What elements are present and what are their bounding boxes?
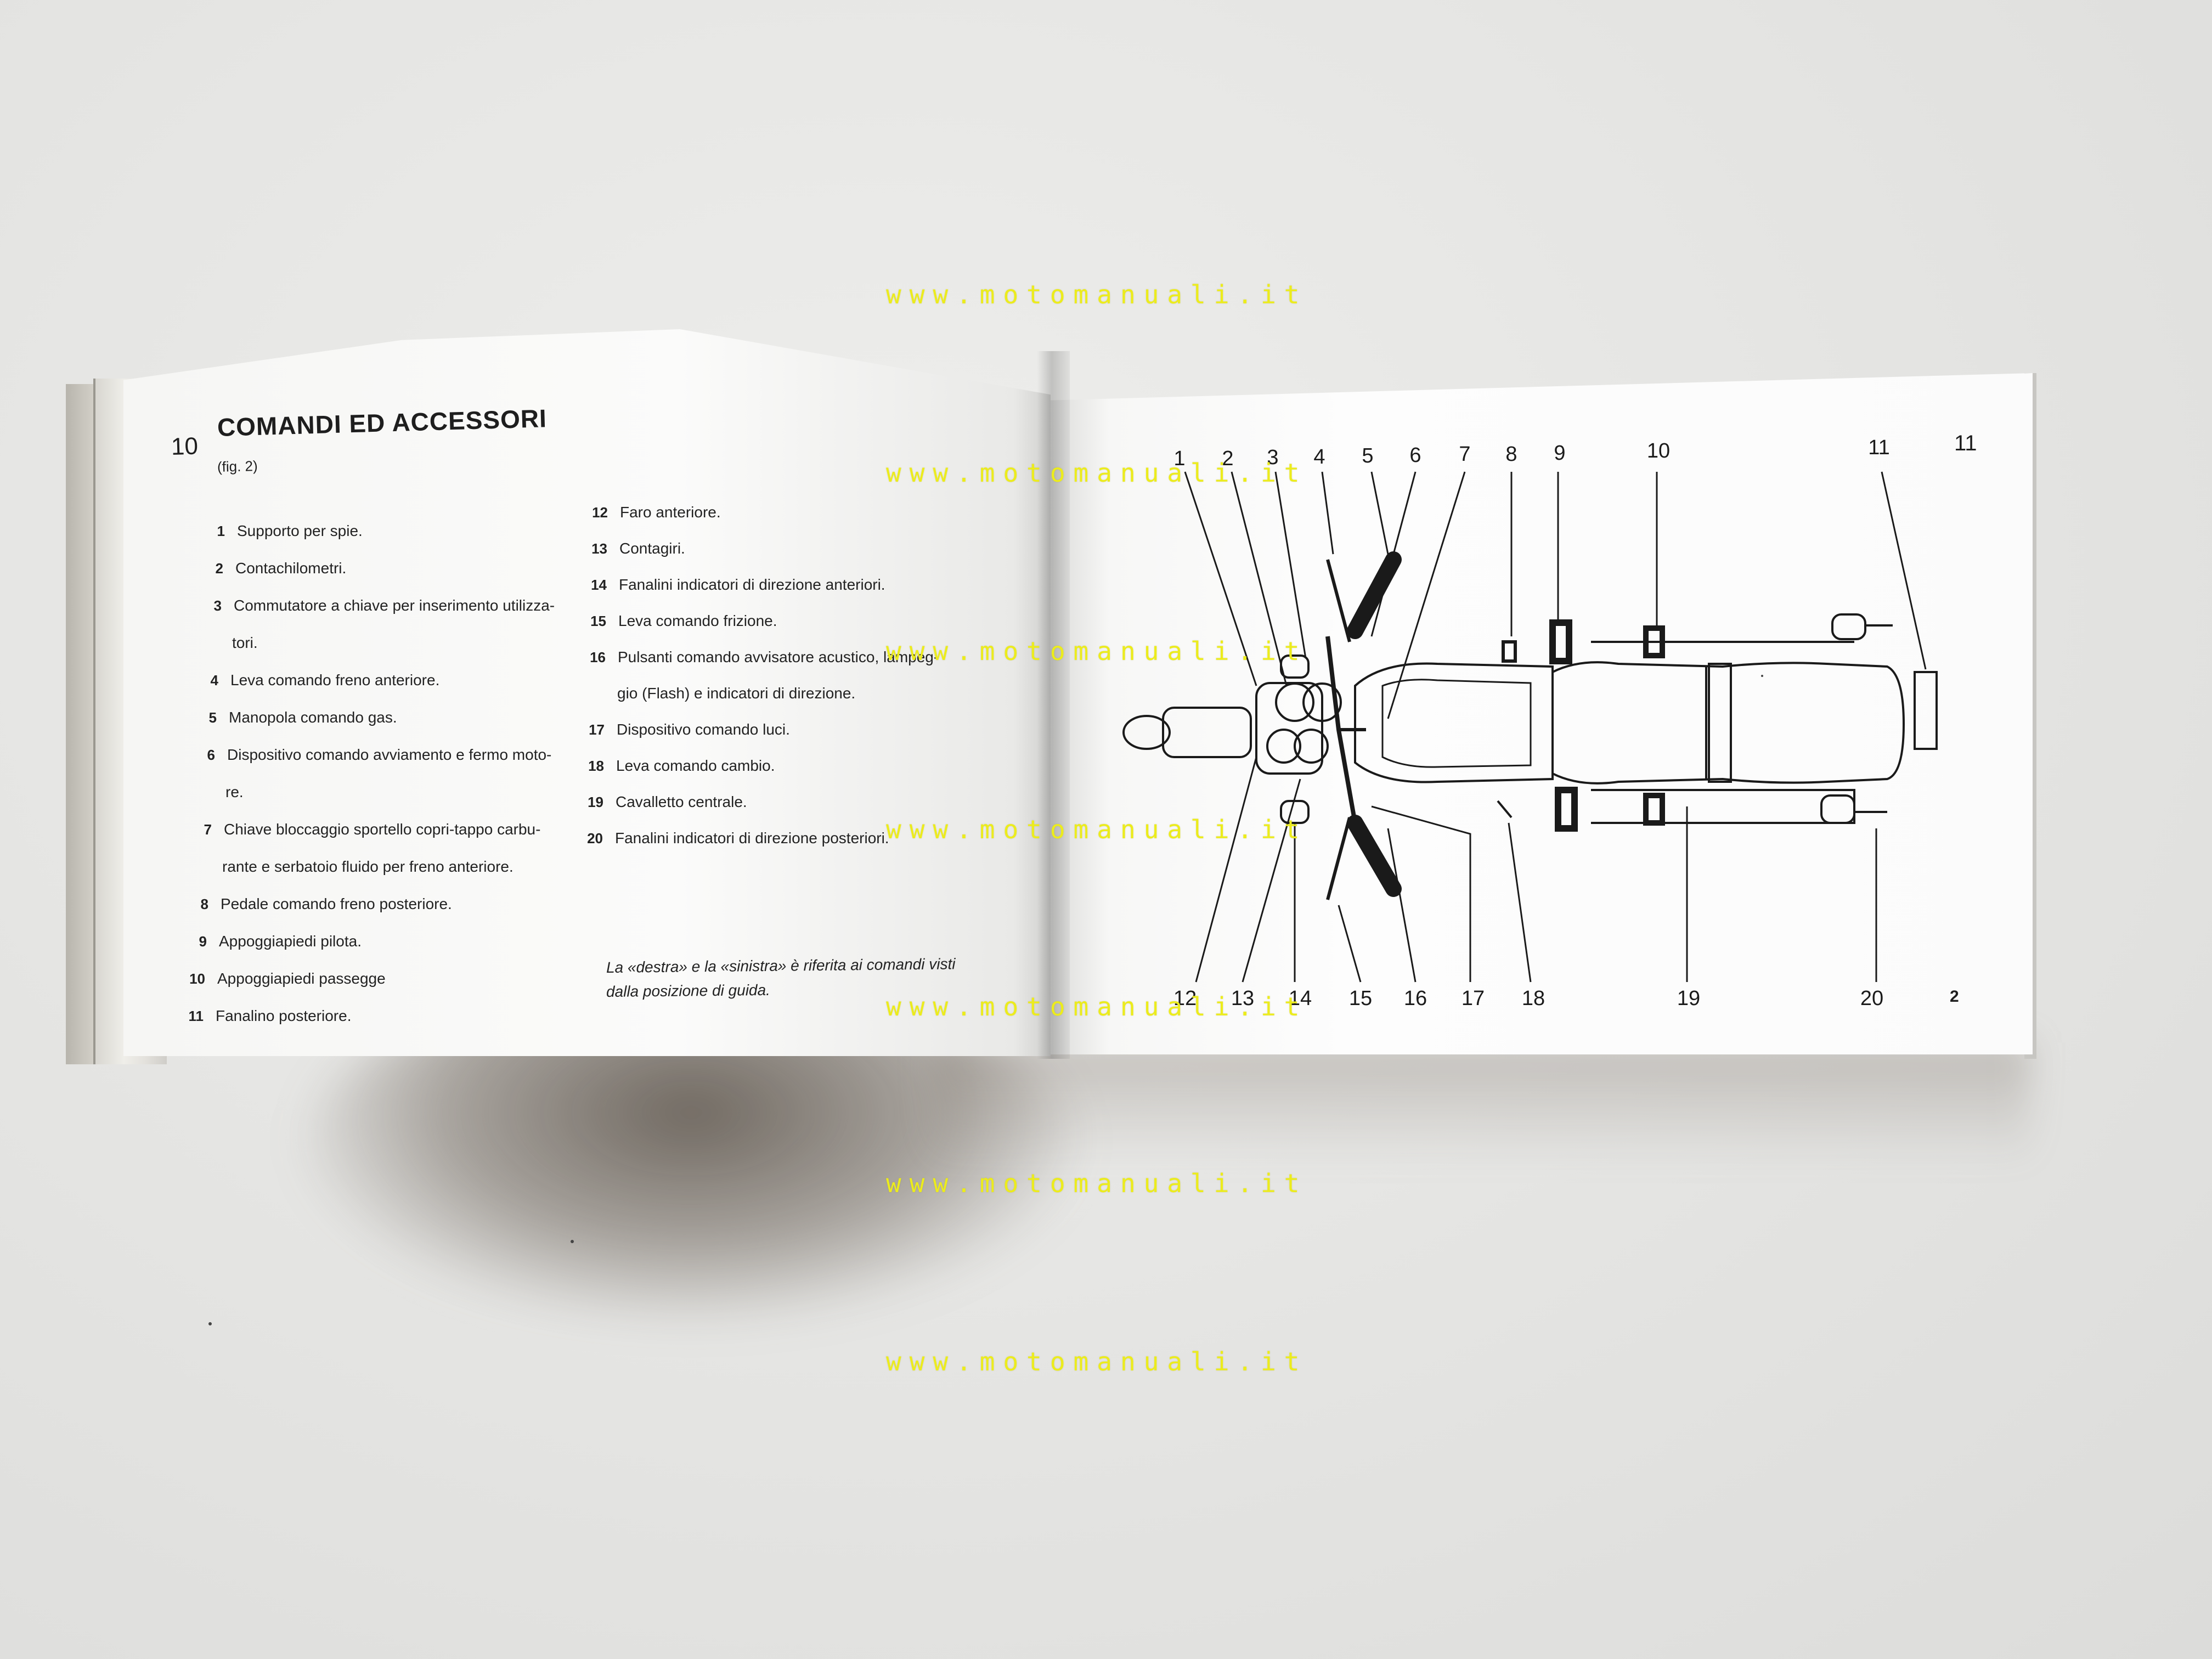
item-text: Appoggiapiedi pilota. — [219, 933, 362, 950]
item-text: Fanalino posteriore. — [216, 1007, 352, 1024]
figure-number: 2 — [1950, 988, 1959, 1006]
item-text: Dispositivo comando luci. — [617, 721, 790, 738]
left-page-number: 10 — [171, 432, 199, 460]
list-item: 10 Appoggiapiedi passegge — [178, 970, 386, 988]
list-item: tori. — [193, 634, 258, 652]
watermark-4: www.motomanuali.it — [886, 815, 1308, 844]
right-page-number: 11 — [1954, 431, 1977, 455]
watermark-7: www.motomanuali.it — [886, 1347, 1308, 1376]
list-item: 19 Cavalletto centrale. — [576, 793, 747, 811]
item-number: 13 — [591, 540, 607, 557]
list-item: 7 Chiave bloccaggio sportello copri-tappo… — [184, 821, 541, 838]
item-number: 10 — [189, 970, 205, 987]
list-item: 13 Contagiri. — [580, 540, 685, 557]
item-text: tori. — [232, 634, 258, 651]
item-number: 3 — [213, 597, 222, 614]
item-text: rante e serbatoio fluido per freno anter… — [222, 858, 514, 875]
dust-speck — [571, 1240, 574, 1243]
item-text: Leva comando cambio. — [616, 757, 775, 774]
item-number: 8 — [200, 896, 208, 912]
item-text: Contagiri. — [619, 540, 685, 557]
list-item: 17 Dispositivo comando luci. — [577, 721, 790, 738]
item-number: 5 — [208, 709, 217, 726]
figure-reference: (fig. 2) — [217, 457, 258, 475]
item-number: 12 — [592, 504, 608, 521]
item-text: Pulsanti comando avvisatore acustico, la… — [618, 648, 939, 665]
item-text: Supporto per spie. — [237, 522, 363, 539]
book-gutter — [1037, 351, 1070, 1059]
list-item: 5 Manopola comando gas. — [189, 709, 397, 726]
watermark-1: www.motomanuali.it — [886, 280, 1308, 309]
watermark-5: www.motomanuali.it — [886, 992, 1308, 1022]
list-item: 6 Dispositivo comando avviamento e fermo … — [188, 746, 552, 764]
list-item: 9 Appoggiapiedi pilota. — [179, 933, 362, 950]
item-number: 2 — [215, 560, 223, 577]
list-item: 1 Supporto per spie. — [198, 522, 363, 540]
list-item: rante e serbatoio fluido per freno anter… — [183, 858, 514, 876]
list-item: 12 Faro anteriore. — [580, 504, 721, 521]
list-item: 2 Contachilometri. — [196, 560, 347, 577]
list-item: 4 Leva comando freno anteriore. — [191, 672, 440, 689]
item-text: Fanalini indicatori di direzione anterio… — [619, 576, 885, 593]
item-number: 17 — [589, 721, 605, 738]
list-item: 16 Pulsanti comando avvisatore acustico, … — [578, 648, 939, 666]
dust-speck — [1761, 675, 1763, 677]
list-item: 18 Leva comando cambio. — [577, 757, 775, 775]
item-text: Fanalini indicatori di direzione posteri… — [615, 830, 889, 847]
list-item: 8 Pedale comando freno posteriore. — [181, 895, 452, 913]
item-number: 20 — [587, 830, 603, 847]
item-number: 14 — [591, 577, 607, 593]
item-text: Cavalletto centrale. — [616, 793, 747, 810]
item-text: Leva comando frizione. — [618, 612, 777, 629]
item-text: gio (Flash) e indicatori di direzione. — [617, 685, 856, 702]
item-number: 9 — [199, 933, 207, 950]
left-page — [123, 329, 1051, 1056]
dust-speck — [208, 1322, 212, 1325]
list-item: 20 Fanalini indicatori di direzione poste… — [575, 830, 889, 847]
item-number: 4 — [210, 672, 218, 689]
list-item: 15 Leva comando frizione. — [579, 612, 777, 630]
watermark-6: www.motomanuali.it — [886, 1169, 1308, 1198]
item-text: re. — [225, 783, 244, 800]
item-text: Contachilometri. — [235, 560, 347, 577]
item-text: Manopola comando gas. — [229, 709, 397, 726]
item-text: Pedale comando freno posteriore. — [221, 895, 452, 912]
watermark-3: www.motomanuali.it — [886, 636, 1308, 666]
note-line-1: La «destra» e la «sinistra» è riferita a… — [606, 955, 956, 976]
list-item: gio (Flash) e indicatori di direzione. — [578, 685, 855, 702]
item-number: 1 — [217, 523, 225, 539]
item-text: Chiave bloccaggio sportello copri-tappo … — [224, 821, 541, 838]
watermark-2: www.motomanuali.it — [886, 458, 1308, 488]
item-number: 16 — [590, 649, 606, 665]
item-number: 7 — [204, 821, 212, 838]
item-text: Appoggiapiedi passegge — [217, 970, 386, 987]
item-number: 11 — [188, 1008, 204, 1024]
list-item: 3 Commutatore a chiave per inserimento ut… — [194, 597, 555, 614]
item-text: Dispositivo comando avviamento e fermo m… — [227, 746, 552, 763]
item-text: Commutatore a chiave per inserimento uti… — [234, 597, 555, 614]
item-text: Leva comando freno anteriore. — [230, 672, 440, 689]
item-number: 6 — [207, 747, 215, 763]
book-shadow-right — [933, 1042, 2030, 1163]
list-item: 14 Fanalini indicatori di direzione anter… — [579, 576, 885, 594]
item-number: 19 — [588, 794, 603, 810]
item-number: 18 — [588, 758, 604, 774]
note-line-2: dalla posizione di guida. — [606, 981, 771, 1000]
item-text: Faro anteriore. — [620, 504, 721, 521]
item-number: 15 — [590, 613, 606, 629]
list-item: 11 Fanalino posteriore. — [176, 1007, 352, 1025]
list-item: re. — [186, 783, 244, 801]
